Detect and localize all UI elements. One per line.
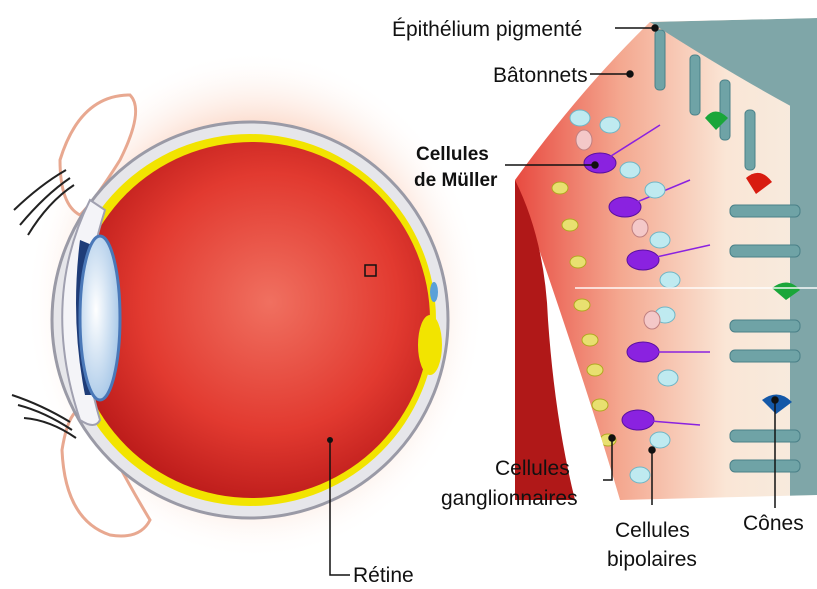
- lens: [80, 236, 120, 400]
- vitreous-body: [74, 142, 430, 498]
- retina-section: [505, 18, 817, 508]
- label-retine: Rétine: [353, 564, 414, 587]
- label-bipolaires-line2: bipolaires: [607, 548, 697, 571]
- label-batonnets: Bâtonnets: [493, 64, 588, 87]
- label-ganglion-line1: Cellules: [495, 457, 570, 480]
- label-bipolaires-line1: Cellules: [615, 519, 690, 542]
- label-muller-line2: de Müller: [414, 170, 498, 191]
- label-ganglion-line2: ganglionnaires: [441, 487, 578, 510]
- label-epithelium: Épithélium pigmenté: [392, 18, 582, 41]
- optic-disc: [430, 282, 438, 302]
- eye-illustration: [12, 50, 485, 575]
- label-muller-line1: Cellules: [416, 144, 489, 165]
- label-cones: Cônes: [743, 512, 804, 535]
- macula: [418, 315, 442, 375]
